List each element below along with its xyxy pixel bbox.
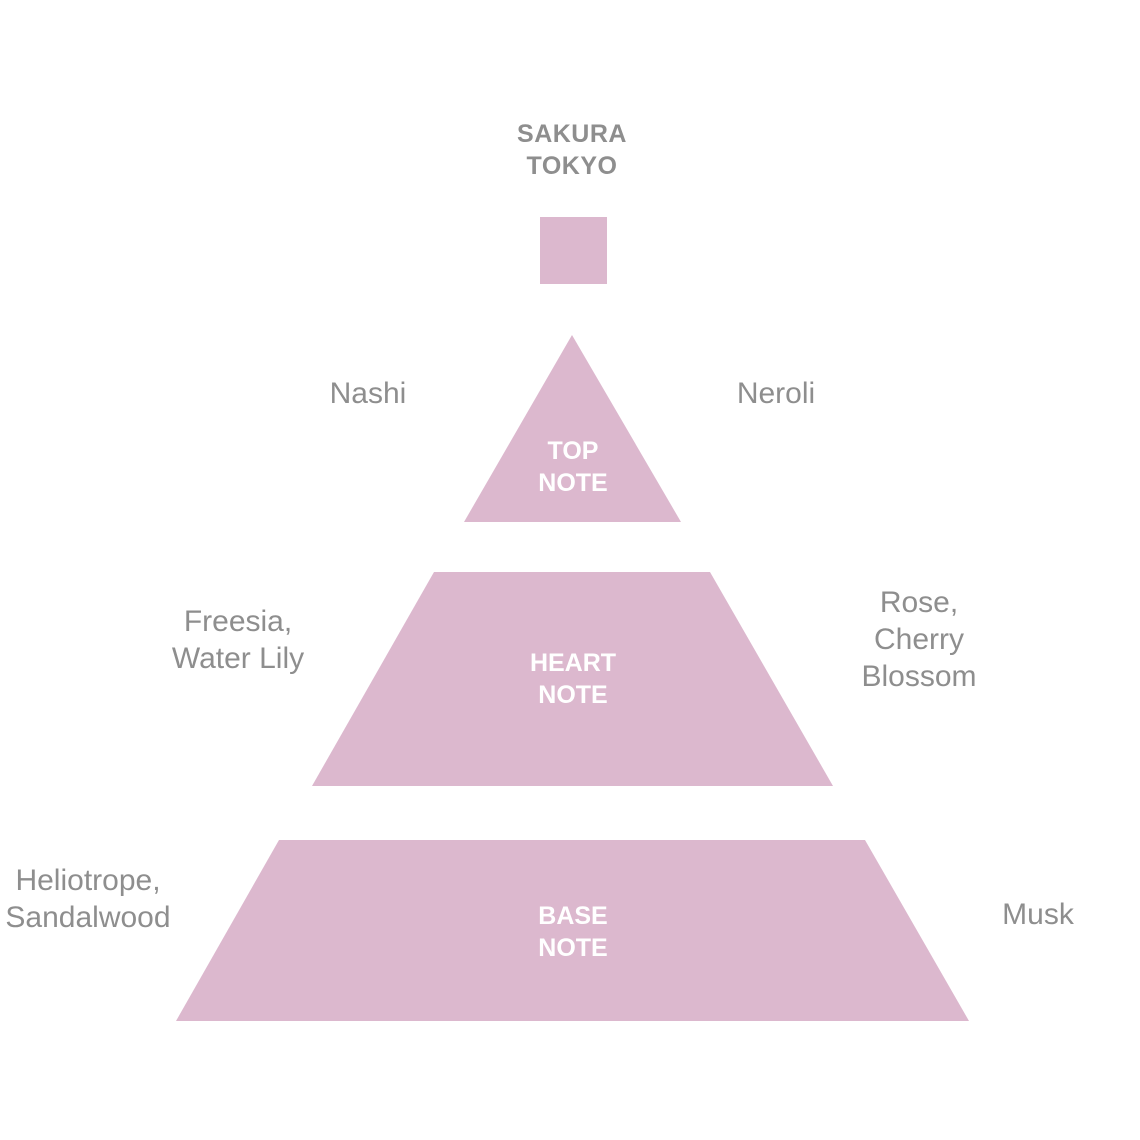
ingredient: Freesia, — [183, 605, 293, 638]
heart-note-label-line-2: NOTE — [538, 681, 608, 709]
top-note-triangle — [464, 335, 681, 522]
base-note-label: BASE NOTE — [473, 900, 673, 964]
top-note-label-line-1: TOP — [547, 437, 599, 465]
heart-note-left-ingredients: Freesia, Water Lily — [148, 603, 328, 677]
ingredient: Cherry — [873, 623, 964, 656]
ingredient: Rose, — [879, 586, 959, 619]
base-note-trapezoid — [176, 840, 969, 1021]
title-line-1: SAKURA — [517, 120, 627, 148]
brand-swatch — [540, 217, 607, 284]
top-note-label: TOP NOTE — [473, 435, 673, 499]
title-line-2: TOKYO — [526, 152, 618, 180]
ingredient: Water Lily — [171, 642, 305, 675]
heart-note-label: HEART NOTE — [473, 647, 673, 711]
top-note-left-ingredients: Nashi — [308, 375, 428, 412]
base-note-left-ingredients: Heliotrope, Sandalwood — [0, 862, 176, 936]
ingredient: Heliotrope, — [15, 864, 161, 897]
base-note-label-line-1: BASE — [538, 902, 608, 930]
ingredient: Sandalwood — [5, 901, 171, 934]
ingredient: Nashi — [329, 377, 407, 410]
ingredient: Blossom — [861, 660, 977, 693]
product-title: SAKURA TOKYO — [470, 118, 674, 182]
heart-note-trapezoid — [312, 572, 833, 786]
top-note-label-line-2: NOTE — [538, 469, 608, 497]
base-note-right-ingredients: Musk — [978, 896, 1098, 933]
top-note-right-ingredients: Neroli — [716, 375, 836, 412]
ingredient: Neroli — [736, 377, 816, 410]
heart-note-label-line-1: HEART — [529, 649, 617, 677]
base-note-label-line-2: NOTE — [538, 934, 608, 962]
heart-note-right-ingredients: Rose, Cherry Blossom — [829, 584, 1009, 695]
ingredient: Musk — [1002, 898, 1074, 931]
